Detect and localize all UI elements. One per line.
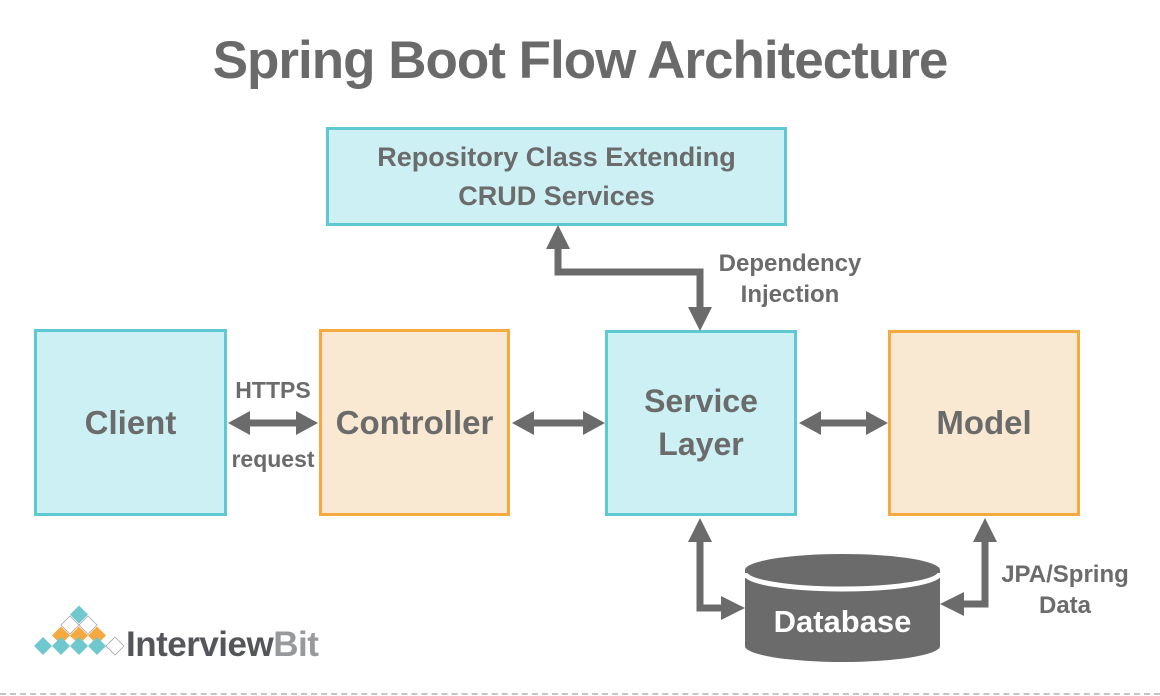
client-controller-arrow bbox=[228, 411, 318, 435]
client-node: Client bbox=[34, 329, 227, 516]
logo-wordmark: InterviewBit bbox=[126, 625, 319, 665]
controller-label: Controller bbox=[335, 403, 494, 441]
model-node: Model bbox=[888, 330, 1080, 516]
database-label: Database bbox=[773, 604, 912, 639]
jpa-label-line2: Data bbox=[1038, 592, 1092, 619]
service-label-line1: Service bbox=[644, 383, 758, 419]
controller-node: Controller bbox=[319, 329, 510, 516]
service-database-arrow bbox=[688, 518, 745, 620]
service-model-arrow bbox=[799, 411, 888, 435]
jpa-label-line1: JPA/Spring bbox=[1001, 561, 1129, 588]
model-label: Model bbox=[936, 404, 1032, 441]
dependency-label-line1: Dependency bbox=[718, 250, 862, 277]
dependency-label-line2: Injection bbox=[740, 281, 840, 308]
service-layer-node: Service Layer bbox=[605, 330, 797, 516]
repository-node: Repository Class Extending CRUD Services bbox=[326, 127, 787, 226]
repository-service-arrow bbox=[546, 225, 712, 331]
bottom-dashed-divider bbox=[0, 693, 1160, 695]
repository-label-line2: CRUD Services bbox=[458, 180, 655, 211]
dependency-injection-edge-label: Dependency Injection bbox=[700, 248, 880, 310]
model-database-arrow bbox=[940, 518, 997, 616]
jpa-spring-data-edge-label: JPA/Spring Data bbox=[990, 559, 1140, 621]
repository-label-line1: Repository Class Extending bbox=[377, 141, 736, 172]
service-label-line2: Layer bbox=[658, 426, 744, 462]
controller-service-arrow bbox=[512, 411, 605, 435]
database-cylinder-icon bbox=[742, 554, 943, 662]
client-label: Client bbox=[84, 403, 177, 441]
page-title: Spring Boot Flow Architecture bbox=[212, 31, 949, 90]
https-edge-label: HTTPS bbox=[235, 377, 311, 403]
request-edge-label: request bbox=[231, 446, 315, 472]
logo-word-primary: Interview bbox=[126, 625, 274, 664]
logo-word-secondary: Bit bbox=[273, 625, 319, 664]
diamond-pyramid-logo bbox=[34, 605, 125, 656]
